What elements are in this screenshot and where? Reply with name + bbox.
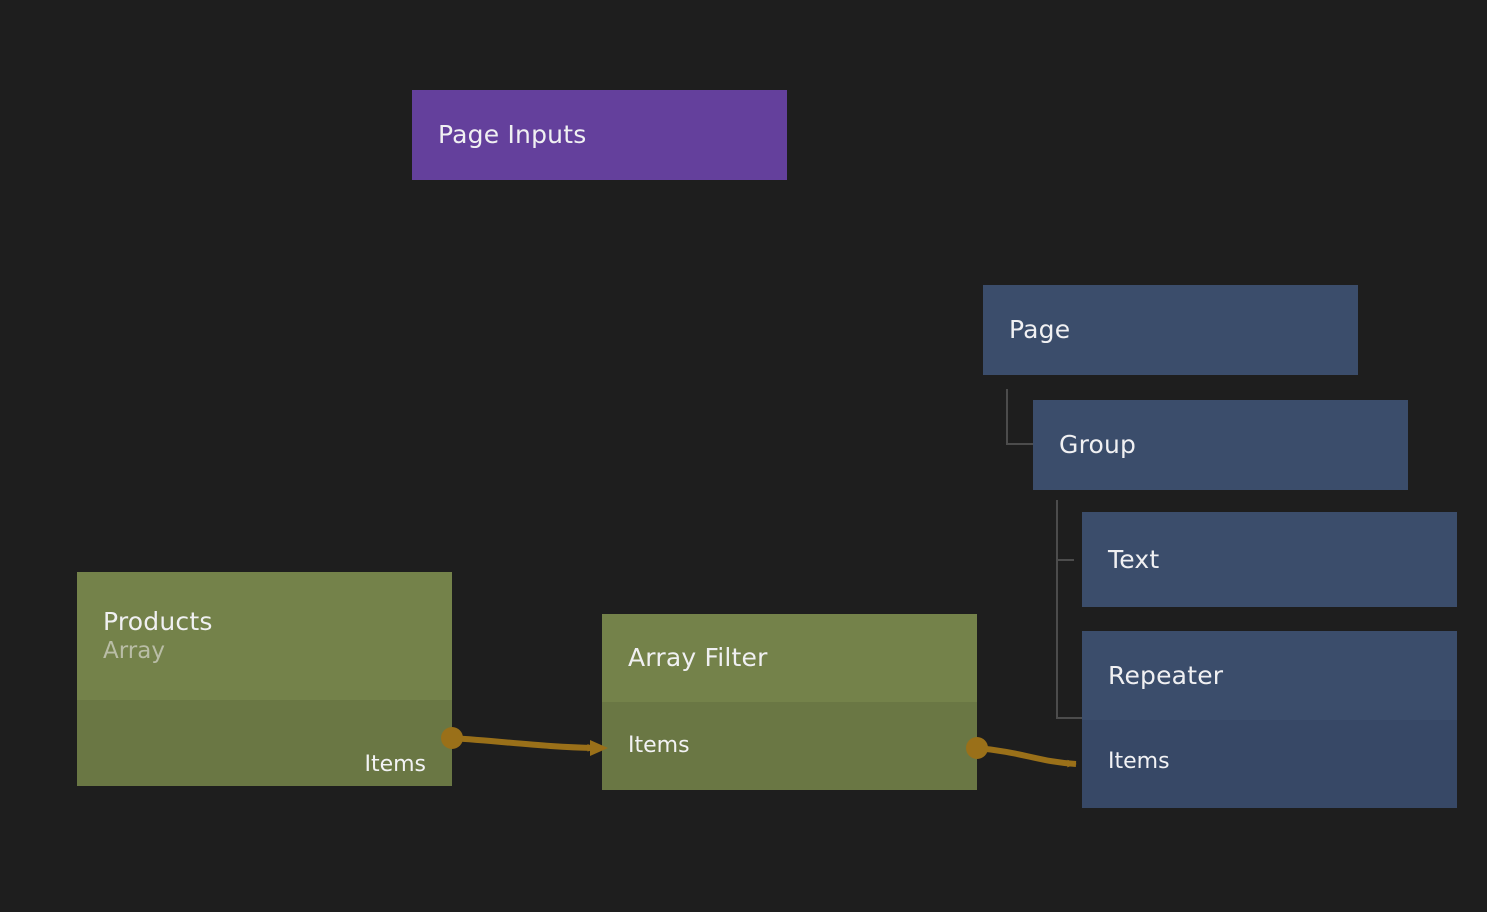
node-array-filter-header: Array Filter [602, 614, 977, 702]
tree-connector-group-to-repeater [1056, 717, 1082, 719]
node-products[interactable]: Products Array Items [77, 572, 452, 786]
port-products-items-out[interactable]: Items [77, 745, 452, 785]
node-page[interactable]: Page [983, 285, 1358, 375]
node-repeater[interactable]: Repeater Items [1082, 631, 1457, 808]
node-products-header: Products Array [77, 572, 452, 700]
node-array-filter[interactable]: Array Filter Items [602, 614, 977, 790]
node-group[interactable]: Group [1033, 400, 1408, 490]
node-page-title: Page [1009, 315, 1071, 344]
node-text-header: Text [1082, 512, 1457, 607]
port-array-filter-items-in[interactable]: Items [602, 726, 977, 766]
tree-connector-group-children-trunk [1056, 500, 1058, 719]
edge-products-to-array-filter [441, 727, 597, 752]
node-array-filter-title: Array Filter [628, 643, 768, 672]
tree-connector-group-to-text [1056, 559, 1074, 561]
node-group-title: Group [1059, 430, 1137, 459]
node-group-header: Group [1033, 400, 1408, 490]
node-text-title: Text [1108, 544, 1160, 574]
node-page-header: Page [983, 285, 1358, 375]
port-repeater-items-in-label: Items [1108, 749, 1170, 774]
node-page-inputs[interactable]: Page Inputs [412, 90, 787, 180]
node-repeater-body: Items [1082, 720, 1457, 808]
port-products-items-out-label: Items [364, 752, 426, 777]
node-products-body: Items [77, 700, 452, 786]
port-repeater-items-in[interactable]: Items [1082, 742, 1457, 782]
tree-connector-page-to-group-vertical [1006, 389, 1008, 445]
node-repeater-title: Repeater [1108, 660, 1224, 690]
node-repeater-header: Repeater [1082, 631, 1457, 720]
tree-connector-page-to-group-horizontal [1006, 443, 1034, 445]
node-products-subtitle: Array [103, 638, 165, 664]
node-page-inputs-title: Page Inputs [438, 120, 587, 149]
node-page-inputs-header: Page Inputs [412, 90, 787, 180]
node-products-title: Products [103, 607, 213, 636]
edge-array-filter-to-repeater [966, 737, 1077, 768]
node-text[interactable]: Text [1082, 512, 1457, 607]
node-array-filter-body: Items [602, 702, 977, 790]
port-array-filter-items-in-label: Items [628, 733, 690, 758]
